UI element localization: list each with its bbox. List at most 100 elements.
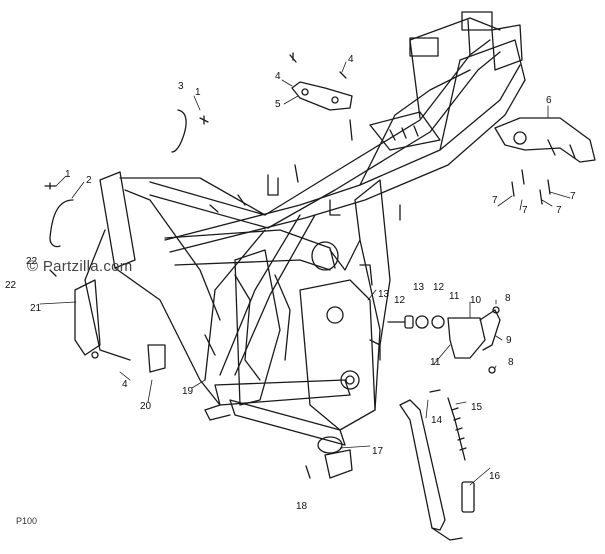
- callout-8-bottom: 8: [508, 357, 514, 368]
- callout-22-left: 22: [5, 280, 17, 291]
- rear-hanger-2: [359, 239, 381, 411]
- callout-22-right: 22: [26, 256, 38, 267]
- callout-21: 21: [30, 303, 42, 314]
- callout-12-top: 12: [433, 282, 445, 293]
- bolt-7-d: [547, 179, 551, 195]
- front-lower-bracket: [324, 449, 353, 479]
- callout-15: 15: [471, 402, 483, 413]
- callout-4-right: 4: [348, 54, 354, 65]
- screw-4-a: [289, 52, 297, 63]
- callout-3: 3: [178, 81, 184, 92]
- backbone-tube-upper-2: [149, 51, 501, 229]
- cross-tube-main: [164, 229, 336, 269]
- bolt-1-left: [44, 182, 57, 190]
- bolt-7-b: [521, 169, 525, 185]
- callout-7-c: 7: [556, 205, 562, 216]
- lower-tube-end: [317, 436, 343, 454]
- diagonal-tube-2: [234, 214, 316, 376]
- tab-8: [359, 264, 373, 286]
- callout-11-top: 11: [449, 291, 460, 302]
- side-bracket-20: [147, 344, 166, 373]
- callout-4-left: 4: [275, 71, 281, 82]
- bracket-6-ears: [547, 139, 576, 159]
- bracket-6-hole: [513, 131, 527, 145]
- main-frame: [74, 11, 526, 479]
- front-left-bolt: [91, 351, 99, 359]
- side-stand-foot: [431, 527, 463, 541]
- bolt-7-c: [539, 189, 543, 205]
- lower-crossmember-tube: [229, 399, 346, 446]
- callout-2: 2: [86, 175, 92, 186]
- bolt-18: [305, 465, 311, 479]
- callout-6: 6: [546, 95, 552, 106]
- spring-15-coils: [451, 407, 467, 451]
- wire-clip-2: [49, 199, 74, 248]
- seat-bracket-top: [461, 11, 493, 31]
- diagram-code: P100: [16, 516, 38, 526]
- front-left-bracket: [74, 279, 101, 356]
- bracket-5-hole: [301, 88, 309, 96]
- tab-6: [209, 204, 219, 213]
- tab-9: [369, 339, 381, 361]
- screw-1-top: [199, 115, 209, 125]
- front-cradle-2: [114, 267, 221, 406]
- nut-8-bottom: [488, 366, 496, 374]
- callout-7-d: 7: [570, 191, 576, 202]
- steering-head: [99, 171, 136, 269]
- nut-8-top: [492, 306, 500, 314]
- callout-19: 19: [182, 386, 194, 397]
- screw-19: [204, 334, 216, 356]
- rear-box: [491, 24, 523, 71]
- rear-rail-cross: [439, 39, 526, 151]
- backbone-tube-lower: [164, 64, 521, 241]
- pivot-hole-2-inner: [345, 375, 355, 385]
- tab-3: [349, 119, 353, 141]
- callout-8-top: 8: [505, 293, 511, 304]
- lower-crossmember: [214, 379, 351, 406]
- cross-tube-end: [311, 241, 339, 271]
- diagonal-tube-3: [204, 229, 266, 381]
- washer-11: [431, 315, 445, 329]
- washer-13: [404, 315, 414, 329]
- tab-5: [237, 194, 246, 206]
- rear-rail-left: [409, 17, 501, 119]
- bracket-10: [447, 317, 486, 359]
- callout-13-left: 13: [378, 289, 390, 300]
- cross-plate: [369, 111, 441, 151]
- small-parts: [44, 52, 596, 541]
- callout-4-lower: 4: [122, 379, 128, 390]
- pin-14: [429, 389, 441, 393]
- pivot-hole-1: [326, 306, 344, 324]
- bracket-5: [291, 81, 353, 111]
- callout-7-b: 7: [522, 205, 528, 216]
- spring-15: [447, 397, 466, 461]
- diagonal-tube: [219, 214, 301, 376]
- lower-rail: [204, 404, 231, 421]
- callout-14: 14: [431, 415, 443, 426]
- pivot-plate-right: [299, 279, 376, 431]
- callout-18: 18: [296, 501, 308, 512]
- side-stand-14: [399, 399, 446, 531]
- bracket-6: [494, 117, 596, 163]
- screw-4-b: [339, 71, 347, 79]
- callout-16: 16: [489, 471, 501, 482]
- washer-12: [415, 315, 429, 329]
- callout-5: 5: [275, 99, 281, 110]
- rear-rail-inner: [359, 69, 471, 186]
- callout-17: 17: [372, 446, 384, 457]
- bracket-9: [479, 309, 501, 351]
- front-downtube-right: [124, 189, 221, 321]
- engine-mount: [234, 274, 261, 381]
- engine-mount-2: [274, 274, 291, 361]
- callout-1-left: 1: [65, 169, 71, 180]
- backbone-tube-lower-2: [169, 79, 526, 253]
- cross-plate-slots: [389, 125, 419, 141]
- leader-lines: [39, 61, 571, 486]
- seat-bracket-mid: [409, 37, 439, 57]
- tab-4: [329, 199, 341, 216]
- callout-12-left: 12: [394, 295, 406, 306]
- pivot-plate-left: [234, 249, 281, 406]
- callout-7-a: 7: [492, 195, 498, 206]
- tab-1: [267, 174, 279, 196]
